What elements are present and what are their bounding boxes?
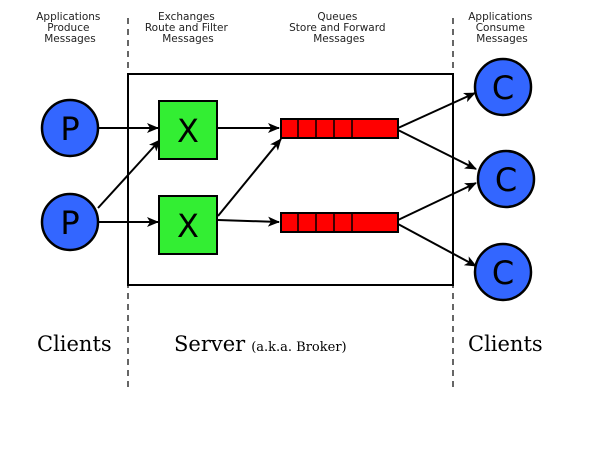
server-label-note: (a.k.a. Broker) bbox=[251, 340, 346, 355]
arrow-p2-x1 bbox=[97, 139, 161, 209]
consumers-header-line-1: Applications bbox=[468, 11, 532, 23]
exchange-2-box bbox=[158, 195, 218, 255]
arrow-q1-c1 bbox=[397, 92, 476, 129]
consumers-header-line-3: Messages bbox=[476, 33, 528, 45]
queue-1-body bbox=[280, 118, 399, 139]
consumer-3: C bbox=[473, 242, 533, 302]
arrow-q1-c2 bbox=[397, 129, 477, 170]
arrow-x2-q2 bbox=[217, 216, 280, 227]
clients-right-label: Clients bbox=[468, 332, 543, 356]
server-label-main: Server bbox=[174, 332, 246, 356]
consumer-2: C bbox=[476, 149, 536, 209]
exchange-2-label: X bbox=[177, 207, 199, 245]
producers-header-line-3: Messages bbox=[44, 33, 96, 45]
consumer-1-circle bbox=[473, 57, 533, 117]
producers-header: Applications Produce Messages bbox=[36, 11, 103, 45]
exchange-1-box bbox=[158, 100, 218, 160]
exchanges-header-line-1: Exchanges bbox=[158, 11, 215, 23]
consumer-3-circle bbox=[473, 242, 533, 302]
producer-2: P bbox=[40, 192, 100, 252]
consumers-header-line-2: Consume bbox=[476, 22, 525, 34]
queue-2 bbox=[280, 212, 399, 233]
producer-2-circle bbox=[40, 192, 100, 252]
producer-2-label: P bbox=[60, 204, 79, 242]
exchange-1-label: X bbox=[177, 112, 199, 150]
exchanges-header-line-3: Messages bbox=[162, 33, 214, 45]
queues-header-line-3: Messages bbox=[313, 33, 365, 45]
queues-header: Queues Store and Forward Messages bbox=[289, 11, 389, 45]
producer-1: P bbox=[40, 98, 100, 158]
arrow-q2-c2 bbox=[397, 182, 477, 221]
clients-left-label: Clients bbox=[37, 332, 112, 356]
producer-1-circle bbox=[40, 98, 100, 158]
consumer-3-label: C bbox=[492, 254, 514, 292]
exchanges-header: Exchanges Route and Filter Messages bbox=[145, 11, 231, 45]
queues-header-line-2: Store and Forward bbox=[289, 22, 385, 34]
queues-header-line-1: Queues bbox=[317, 11, 357, 23]
consumers-header: Applications Consume Messages bbox=[468, 11, 535, 45]
consumer-2-circle bbox=[476, 149, 536, 209]
queue-1 bbox=[280, 118, 399, 139]
consumer-2-label: C bbox=[495, 161, 517, 199]
arrow-q2-c3 bbox=[397, 223, 477, 267]
producers-header-line-1: Applications bbox=[36, 11, 100, 23]
exchange-1: X bbox=[158, 100, 218, 160]
consumer-1: C bbox=[473, 57, 533, 117]
consumer-1-label: C bbox=[492, 69, 514, 107]
producers-header-line-2: Produce bbox=[47, 22, 89, 34]
arrow-x2-q1 bbox=[217, 138, 282, 217]
server-label: Server (a.k.a. Broker) bbox=[174, 332, 347, 356]
exchange-2: X bbox=[158, 195, 218, 255]
producer-1-label: P bbox=[60, 110, 79, 148]
queue-2-body bbox=[280, 212, 399, 233]
exchanges-header-line-2: Route and Filter bbox=[145, 22, 229, 34]
